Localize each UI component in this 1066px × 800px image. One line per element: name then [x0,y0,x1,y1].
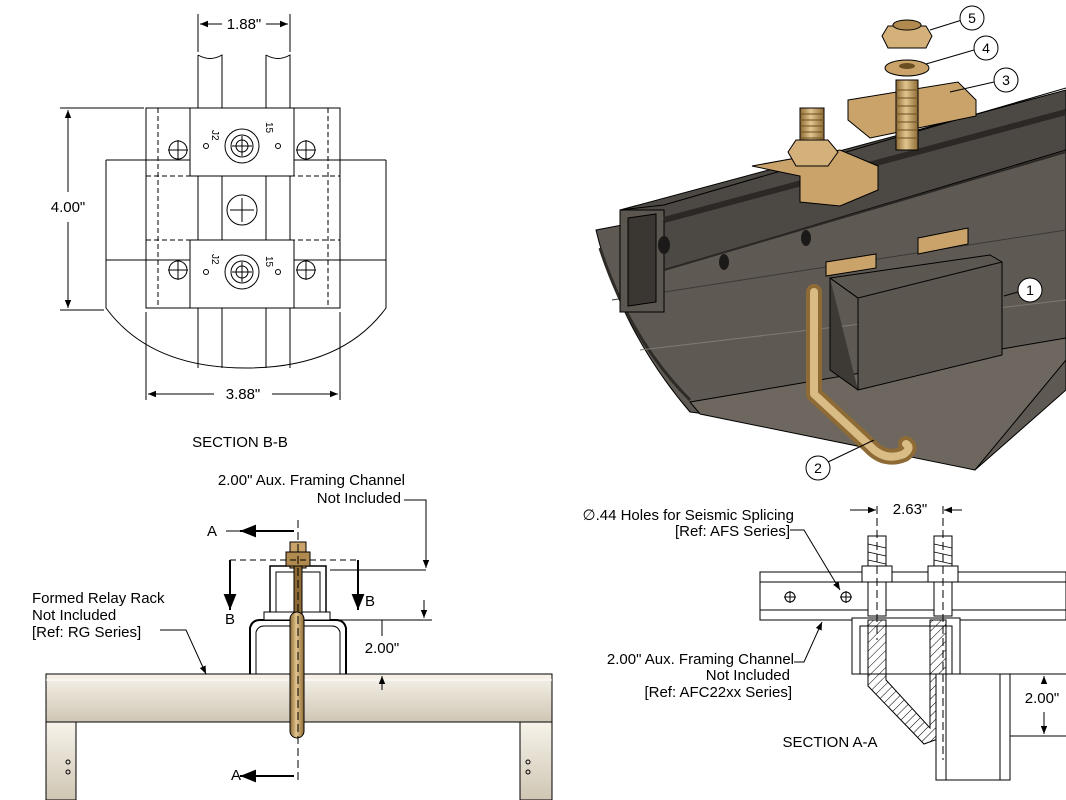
aa-aux-note-line3: [Ref: AFC22xx Series] [644,684,792,701]
aa-dim-263: 2.63" [893,501,928,518]
front-aux-note-line2: Not Included [317,490,401,507]
bolt-mark-15-bottom: 15 [263,256,274,268]
balloon-2 [805,455,831,481]
aa-aux-note-line1: 2.00" Aux. Framing Channel [607,651,794,668]
hex-nut [881,25,933,49]
balloon-4-label: 4 [982,40,990,56]
aa-aux-note-line2: Not Included [706,667,790,684]
front-view [45,499,553,800]
balloon-1 [1017,277,1043,303]
balloon-5-label: 5 [968,10,976,26]
front-aux-note-line1: 2.00" Aux. Framing Channel [218,472,405,489]
dim-top-188: 1.88" [227,16,262,33]
base-plate-outline [105,260,387,369]
balloon-3 [993,67,1019,93]
front-dim-200: 2.00" [365,640,400,657]
section-aa-title: SECTION A-A [782,734,877,751]
bolt-mark-j2-top: J2 [209,130,220,141]
dim-bottom-388: 3.88" [226,386,261,403]
holes-note-line2: [Ref: AFS Series] [675,523,790,540]
section-bb-view [60,14,387,400]
isometric-view [595,5,1066,481]
j-hook-front [289,611,305,739]
balloon-4 [973,35,999,61]
balloon-2-label: 2 [814,460,822,476]
relay-rack-note-line1: Formed Relay Rack [32,590,165,607]
section-letter-b-left: B [225,611,235,628]
center-hole [226,194,258,226]
holes-note-line1: ∅.44 Holes for Seismic Splicing [583,507,794,524]
relay-rack-note-line3: [Ref: RG Series] [32,624,141,641]
bolt-mark-15-top: 15 [263,122,274,134]
aa-dim-200: 2.00" [1025,690,1060,707]
dim-left-400: 4.00" [51,199,86,216]
section-letter-a-bottom: A [231,767,241,784]
bolt-top [224,128,260,164]
balloon-3-label: 3 [1002,72,1010,88]
section-letter-a-top: A [207,523,217,540]
balloon-1-label: 1 [1026,282,1034,298]
bolt-bottom [224,254,260,290]
splice-channel [759,571,1066,621]
bolt-mark-j2-bottom: J2 [209,254,220,265]
section-letter-b-right: B [365,593,375,610]
section-bb-title: SECTION B-B [192,434,288,451]
relay-rack-note-line2: Not Included [32,607,116,624]
corner-holes [168,140,316,280]
balloon-5 [959,5,985,31]
section-aa-view [759,506,1066,781]
